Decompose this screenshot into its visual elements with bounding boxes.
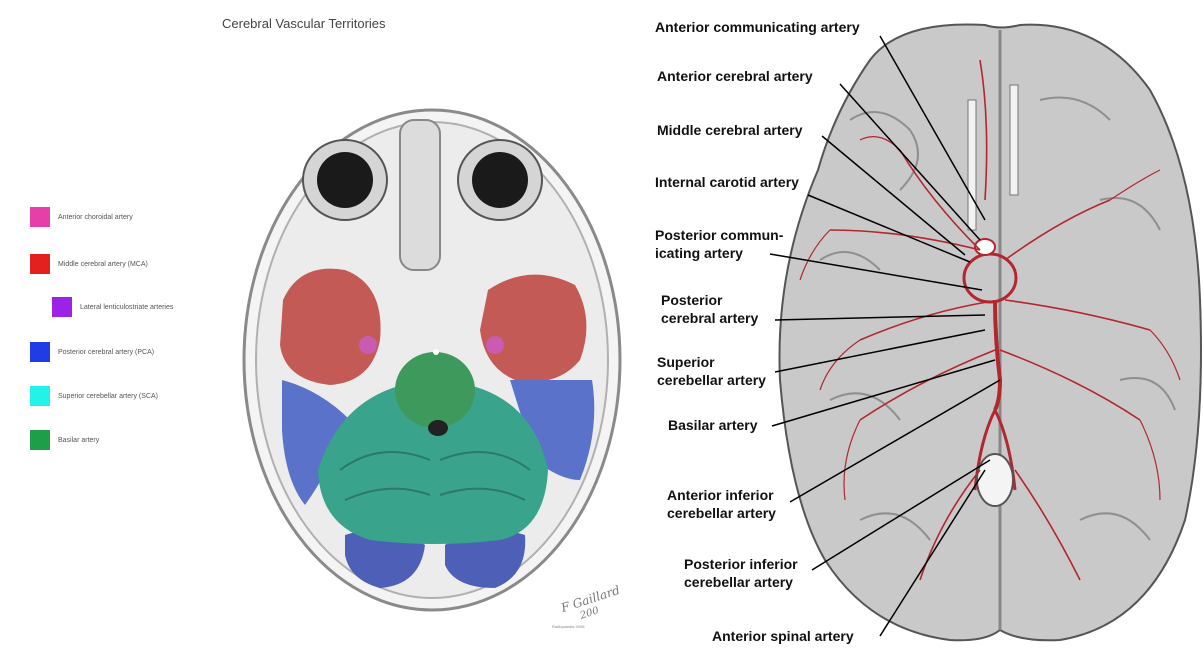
artery-label-line: Anterior communicating artery (655, 18, 860, 36)
legend-swatch (30, 386, 50, 406)
artery-label-line: Anterior cerebral artery (657, 67, 813, 85)
mca-territory-right (480, 275, 586, 383)
legend-label: Superior cerebellar artery (SCA) (58, 393, 158, 400)
legend-item: Superior cerebellar artery (SCA) (30, 386, 158, 406)
artery-label: Basilar artery (668, 416, 758, 434)
legend-item: Anterior choroidal artery (30, 207, 133, 227)
legend-item: Lateral lenticulostriate arteries (52, 297, 173, 317)
artery-label-line: Posterior commun- (655, 226, 783, 244)
artery-label-line: Posterior (661, 291, 758, 309)
artery-label-line: cerebral artery (661, 309, 758, 327)
legend-label: Basilar artery (58, 437, 99, 444)
medulla-section (977, 454, 1013, 506)
legend-item: Middle cerebral artery (MCA) (30, 254, 148, 274)
artery-label-line: cerebellar artery (657, 371, 766, 389)
artery-label: Anterior spinal artery (712, 627, 854, 645)
legend-swatch (30, 254, 50, 274)
legend-label: Lateral lenticulostriate arteries (80, 304, 173, 311)
legend-swatch (30, 430, 50, 450)
legend-swatch (30, 207, 50, 227)
artery-label-line: Basilar artery (668, 416, 758, 434)
artery-label-line: cerebellar artery (667, 504, 776, 522)
artery-label: Middle cerebral artery (657, 121, 803, 139)
artery-label-line: Anterior inferior (667, 486, 776, 504)
artery-label: Internal carotid artery (655, 173, 799, 191)
axial-brain-illustration (244, 110, 620, 610)
artery-label: Posterior commun-icating artery (655, 226, 783, 262)
signature-note: Radiopaedia 2008 (552, 624, 584, 629)
artery-label: Anterior communicating artery (655, 18, 860, 36)
artery-label-line: Posterior inferior (684, 555, 798, 573)
legend-item: Basilar artery (30, 430, 99, 450)
legend-swatch (30, 342, 50, 362)
basilar-pons (395, 352, 475, 428)
artery-label-line: icating artery (655, 244, 783, 262)
legend-label: Anterior choroidal artery (58, 214, 133, 221)
inferior-brain-illustration (779, 24, 1201, 640)
legend-label: Middle cerebral artery (MCA) (58, 261, 148, 268)
diagram-title: Cerebral Vascular Territories (222, 16, 386, 31)
artery-label-line: cerebellar artery (684, 573, 798, 591)
artery-label-line: Middle cerebral artery (657, 121, 803, 139)
legend-swatch (52, 297, 72, 317)
mca-territory-left (280, 269, 381, 385)
anterior-choroidal-left (359, 336, 377, 354)
anterior-choroidal-right (486, 336, 504, 354)
artery-label: Anterior cerebral artery (657, 67, 813, 85)
legend-label: Posterior cerebral artery (PCA) (58, 349, 154, 356)
artery-label-line: Internal carotid artery (655, 173, 799, 191)
legend-item: Posterior cerebral artery (PCA) (30, 342, 154, 362)
artery-label-line: Superior (657, 353, 766, 371)
artery-label-line: Anterior spinal artery (712, 627, 854, 645)
